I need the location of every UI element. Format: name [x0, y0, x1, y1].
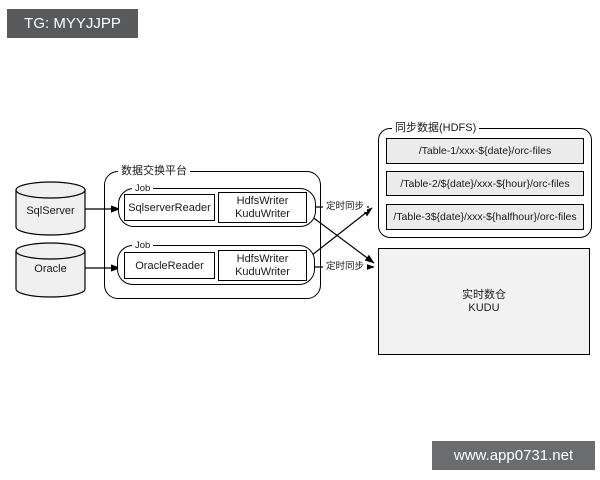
arrow-job1-to-kudu [306, 212, 375, 264]
platform-container [104, 171, 321, 299]
hdfs-label: 同步数据(HDFS) [392, 122, 480, 134]
platform-label: 数据交换平台 [118, 165, 190, 177]
job1-hdfswriter-label: HdfsWriter [236, 194, 289, 207]
job2-hdfswriter-label: HdfsWriter [236, 252, 289, 265]
job1-kuduwriter-label: KuduWriter [235, 207, 290, 220]
hdfs-path-row: /Table-1/xxx-${date}/orc-files [386, 138, 584, 164]
job2-label: Job [132, 240, 154, 251]
source-sqlserver-label: SqlServer [26, 205, 75, 217]
job1-writers: HdfsWriter KuduWriter [218, 192, 307, 223]
kudu-container: 实时数仓 KUDU [378, 248, 590, 355]
oracle-cylinder [15, 242, 86, 298]
source-oracle-label: Oracle [34, 263, 67, 275]
job2-kuduwriter-label: KuduWriter [235, 265, 290, 278]
watermark-badge: www.app0731.net [432, 441, 595, 470]
tag-badge: TG: MYYJJPP [7, 9, 138, 38]
job1-label: Job [132, 183, 154, 194]
hdfs-path-row: /Table-3${date}/xxx-${halfhour}/orc-file… [386, 204, 584, 230]
schedule-sync-label-top: 定时同步 [323, 201, 368, 212]
job2-writers: HdfsWriter KuduWriter [218, 250, 307, 281]
job1-reader: SqlserverReader [124, 194, 215, 221]
hdfs-path-row: /Table-2/${date}/xxx-${hour}/orc-files [386, 171, 584, 196]
kudu-title: 实时数仓 [462, 288, 506, 301]
arrow-job2-to-hdfs [306, 207, 373, 260]
sqlserver-cylinder [15, 181, 86, 236]
job2-reader: OracleReader [124, 252, 215, 279]
schedule-sync-label-bottom: 定时同步 [323, 261, 368, 272]
kudu-subtitle: KUDU [468, 301, 500, 314]
